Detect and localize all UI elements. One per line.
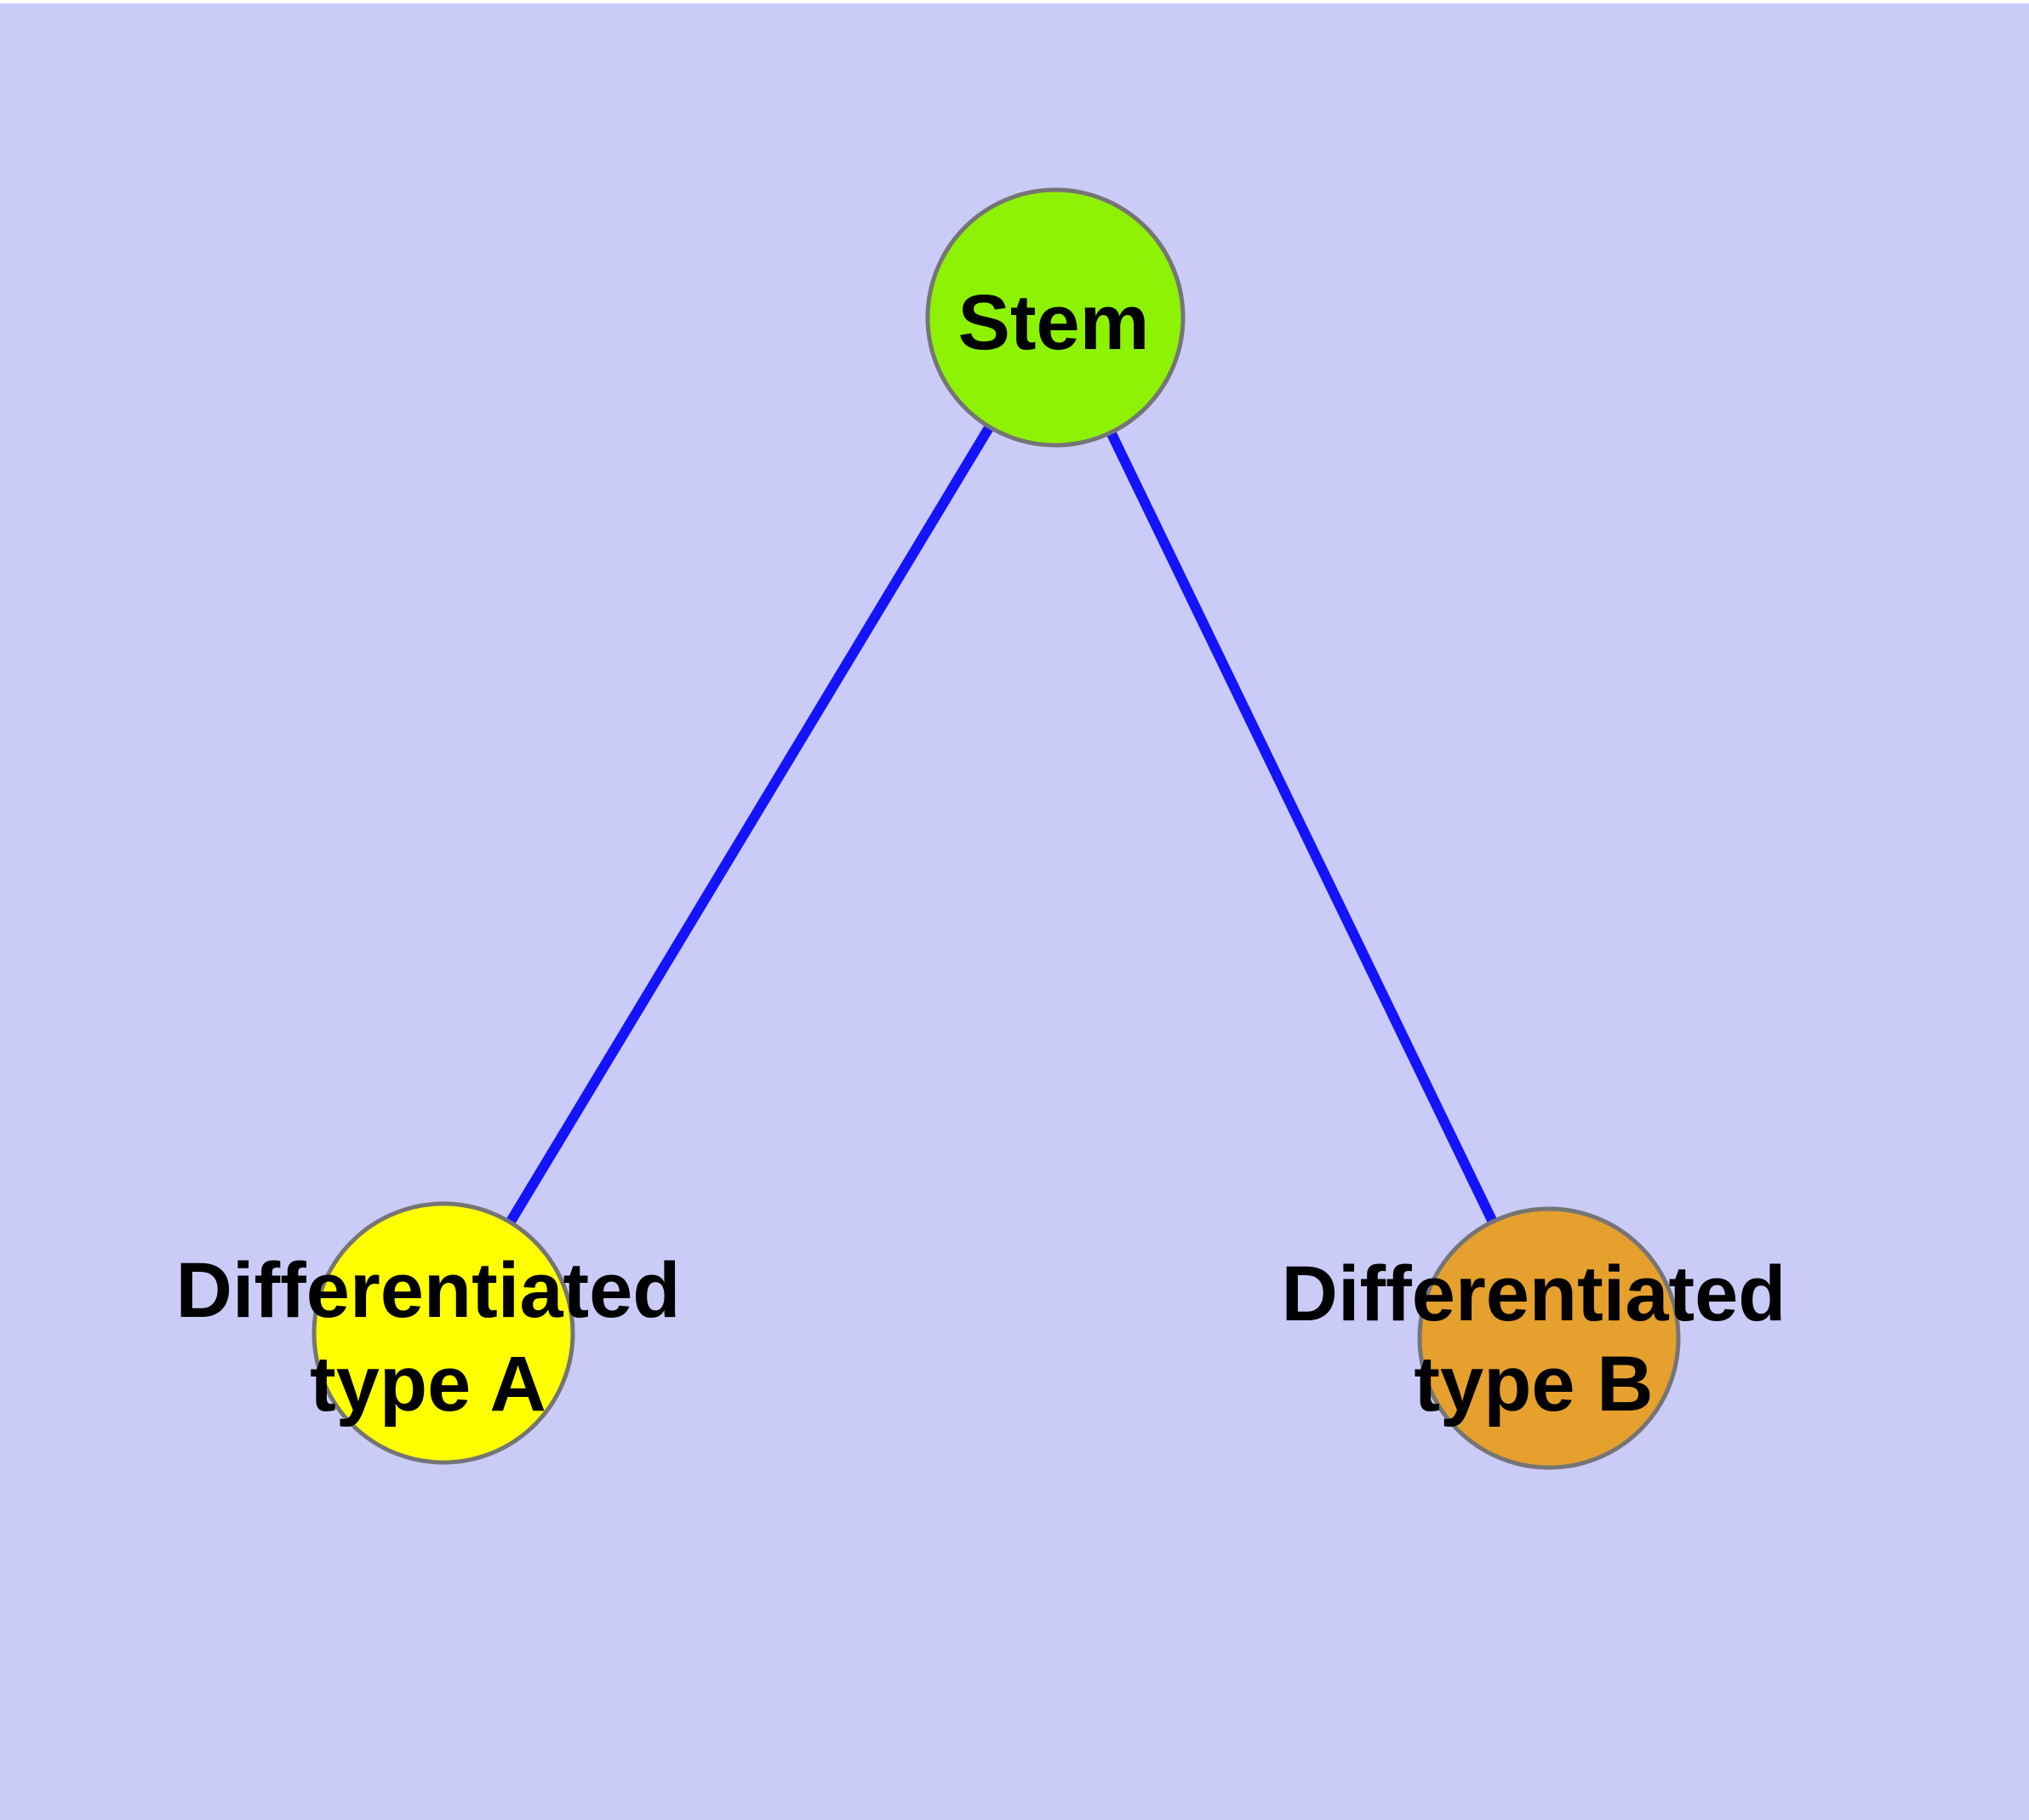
edge-stem-to-type-b	[1050, 315, 1554, 1341]
node-stem	[925, 187, 1186, 448]
node-type-a-label-line-1: Differentiated	[176, 1247, 681, 1334]
edge-stem-to-type-a	[438, 314, 1060, 1336]
top-edge-strip	[0, 0, 2029, 3]
node-stem-label: Stem	[958, 279, 1150, 366]
node-type-a-label-line-2: type A	[310, 1341, 546, 1428]
node-type-b-label-line-1: Differentiated	[1282, 1251, 1786, 1337]
node-differentiated-type-a	[311, 1201, 575, 1465]
node-differentiated-type-b	[1417, 1206, 1681, 1470]
node-type-b-label-line-2: type B	[1414, 1341, 1653, 1428]
